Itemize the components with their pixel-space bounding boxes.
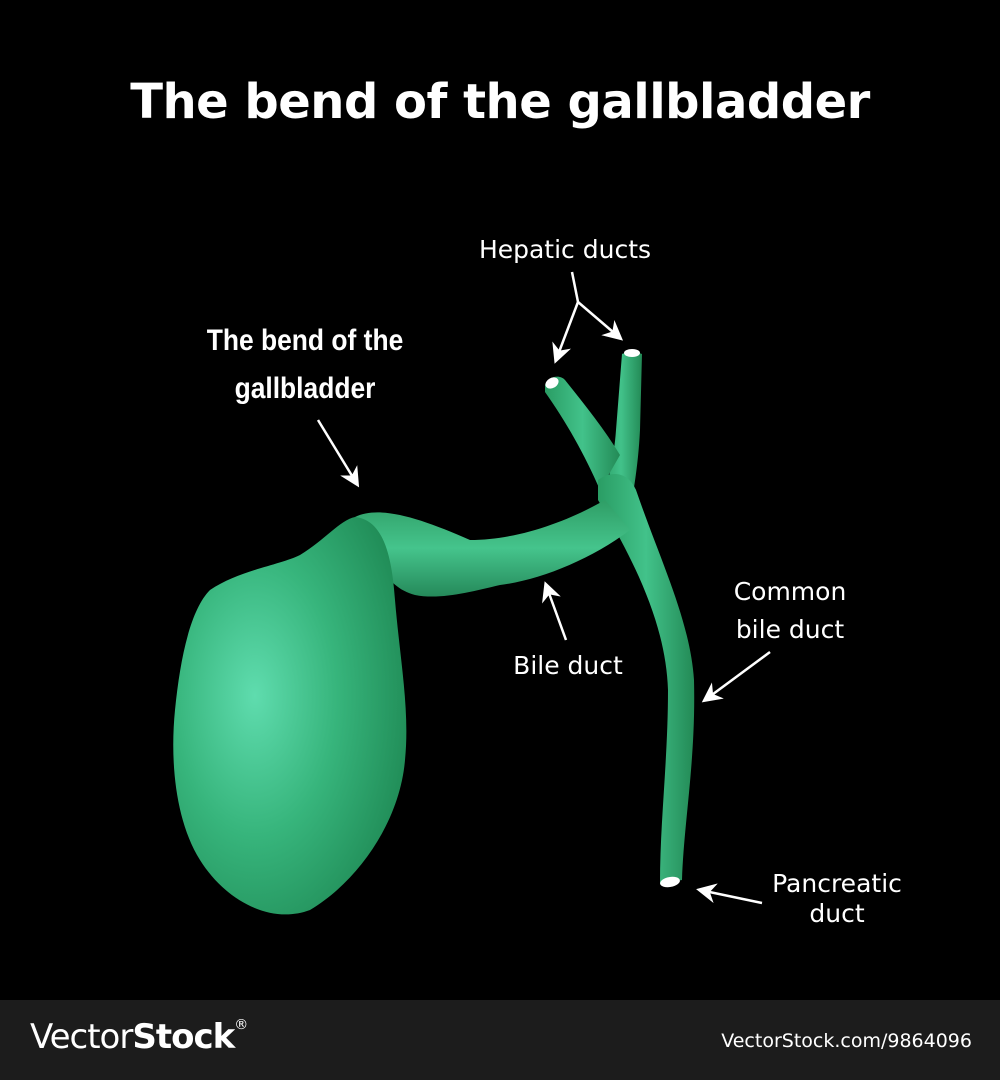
bile-duct-arrow	[542, 581, 568, 641]
hepatic-arrow-right	[577, 301, 624, 341]
hepatic-arrow-stem	[570, 271, 580, 303]
gallbladder-body	[173, 517, 407, 915]
pancreatic-duct-opening	[660, 876, 680, 888]
bend-arrow	[316, 419, 360, 488]
page-title: The bend of the gallbladder	[130, 74, 870, 130]
watermark-footer: VectorStock® VectorStock.com/9864096	[0, 1000, 1000, 1080]
hepatic-arrow-left	[552, 301, 580, 364]
label-pancreatic-line2: duct	[809, 899, 865, 928]
logo-bold: Stock	[132, 1017, 235, 1057]
label-common-line2: bile duct	[735, 615, 845, 644]
image-id: VectorStock.com/9864096	[721, 1030, 972, 1052]
logo-mark: ®	[234, 1017, 249, 1033]
hepatic-duct-left-opening	[545, 377, 559, 389]
logo-regular: Vector	[30, 1017, 133, 1057]
label-common-line1: Common	[733, 577, 847, 606]
cystic-duct	[355, 500, 630, 597]
label-pancreatic-line1: Pancreatic	[772, 869, 902, 898]
common-bile-duct-arrow	[701, 650, 771, 703]
pancreatic-duct-arrow	[696, 883, 763, 905]
hepatic-duct-right-opening	[624, 349, 640, 357]
common-bile-duct	[598, 474, 695, 884]
label-bend-line2: gallbladder	[234, 372, 376, 405]
vectorstock-logo: VectorStock®	[30, 1017, 248, 1057]
hepatic-duct-left	[545, 376, 620, 490]
gallbladder-diagram	[173, 271, 771, 915]
label-bile-duct: Bile duct	[513, 651, 623, 680]
label-hepatic-ducts: Hepatic ducts	[478, 235, 652, 264]
label-bend-line1: The bend of the	[206, 324, 404, 357]
